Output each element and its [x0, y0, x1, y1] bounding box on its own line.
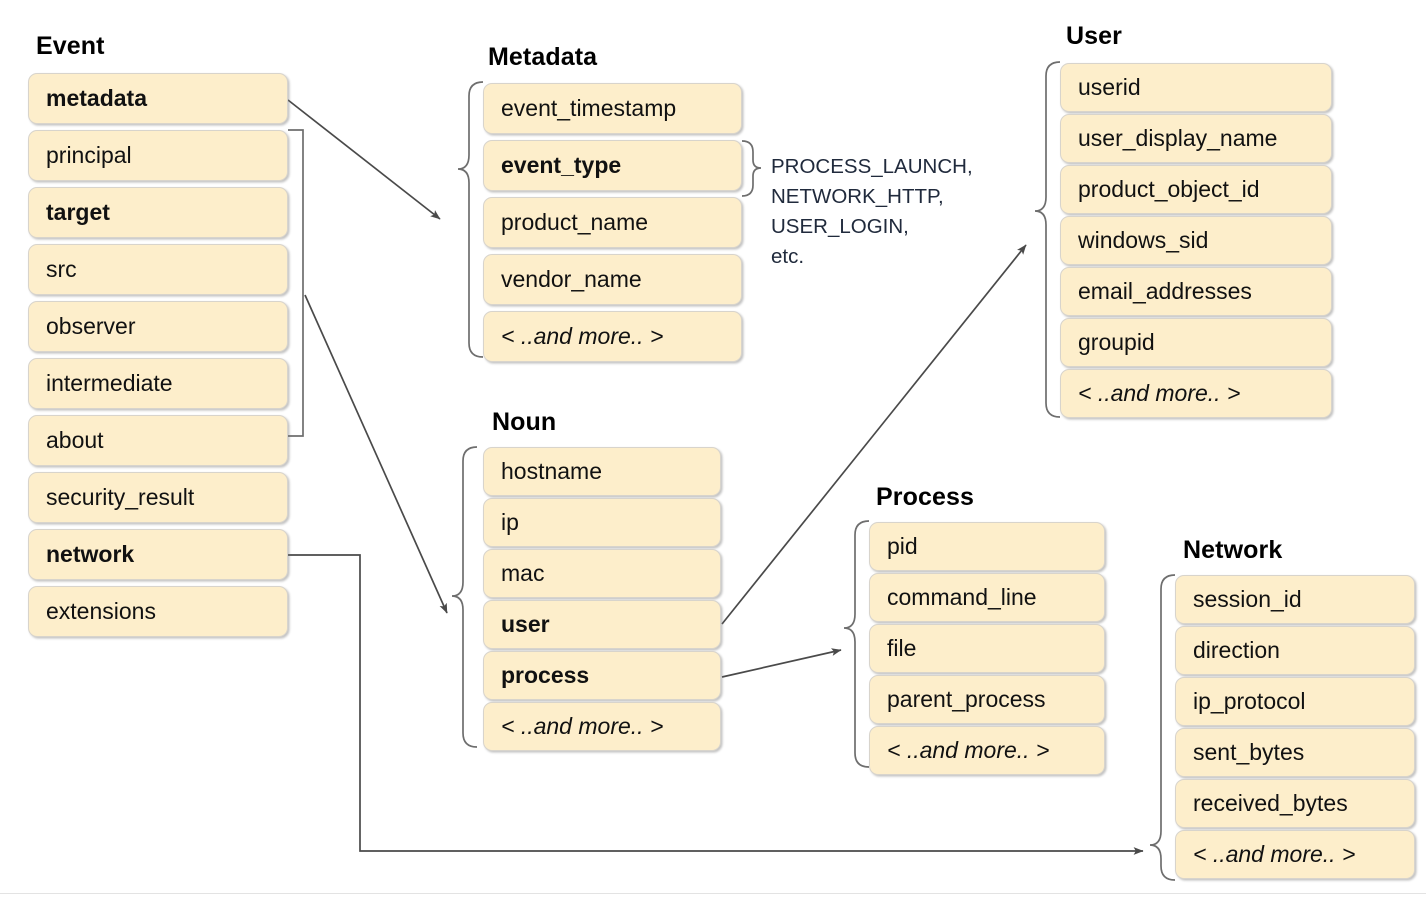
field-noun-and-more[interactable]: < ..and more.. > — [483, 702, 721, 751]
noun-left-brace — [451, 446, 478, 748]
field-user-and-more[interactable]: < ..and more.. > — [1060, 369, 1332, 418]
field-network-session-id[interactable]: session_id — [1175, 575, 1415, 624]
user-left-brace — [1034, 61, 1061, 418]
field-process-pid[interactable]: pid — [869, 522, 1105, 571]
field-event-security-result[interactable]: security_result — [28, 472, 288, 523]
field-noun-ip[interactable]: ip — [483, 498, 721, 547]
field-metadata-vendor-name[interactable]: vendor_name — [483, 254, 742, 305]
field-noun-mac[interactable]: mac — [483, 549, 721, 598]
field-event-observer[interactable]: observer — [28, 301, 288, 352]
field-user-user-display-name[interactable]: user_display_name — [1060, 114, 1332, 163]
field-event-src[interactable]: src — [28, 244, 288, 295]
event-type-values-annotation: PROCESS_LAUNCH, NETWORK_HTTP, USER_LOGIN… — [771, 152, 973, 272]
field-event-metadata[interactable]: metadata — [28, 73, 288, 124]
field-process-parent-process[interactable]: parent_process — [869, 675, 1105, 724]
field-process-file[interactable]: file — [869, 624, 1105, 673]
field-metadata-event-type[interactable]: event_type — [483, 140, 742, 191]
field-network-direction[interactable]: direction — [1175, 626, 1415, 675]
event-noun-bracket — [288, 129, 304, 437]
field-network-received-bytes[interactable]: received_bytes — [1175, 779, 1415, 828]
event-type-right-brace — [741, 140, 762, 197]
field-event-about[interactable]: about — [28, 415, 288, 466]
group-title-metadata: Metadata — [488, 43, 598, 71]
field-user-email-addresses[interactable]: email_addresses — [1060, 267, 1332, 316]
group-title-network: Network — [1183, 536, 1283, 564]
field-metadata-and-more[interactable]: < ..and more.. > — [483, 311, 742, 362]
edge-noun-process-to-process — [721, 648, 842, 678]
group-title-process: Process — [876, 483, 974, 511]
metadata-left-brace — [457, 81, 484, 358]
enum-value-1: NETWORK_HTTP, — [771, 185, 944, 208]
field-event-network[interactable]: network — [28, 529, 288, 580]
field-network-sent-bytes[interactable]: sent_bytes — [1175, 728, 1415, 777]
field-event-target[interactable]: target — [28, 187, 288, 238]
field-metadata-event-timestamp[interactable]: event_timestamp — [483, 83, 742, 134]
field-user-product-object-id[interactable]: product_object_id — [1060, 165, 1332, 214]
group-title-user: User — [1066, 22, 1122, 50]
enum-value-0: PROCESS_LAUNCH, — [771, 155, 973, 178]
network-left-brace — [1149, 574, 1176, 881]
field-metadata-product-name[interactable]: product_name — [483, 197, 742, 248]
group-title-noun: Noun — [492, 408, 557, 436]
enum-value-2: USER_LOGIN, — [771, 215, 909, 238]
field-network-ip-protocol[interactable]: ip_protocol — [1175, 677, 1415, 726]
field-event-extensions[interactable]: extensions — [28, 586, 288, 637]
field-event-principal[interactable]: principal — [28, 130, 288, 181]
field-noun-user[interactable]: user — [483, 600, 721, 649]
enum-value-3: etc. — [771, 245, 805, 268]
field-noun-process[interactable]: process — [483, 651, 721, 700]
field-process-command-line[interactable]: command_line — [869, 573, 1105, 622]
field-user-userid[interactable]: userid — [1060, 63, 1332, 112]
field-event-intermediate[interactable]: intermediate — [28, 358, 288, 409]
field-user-groupid[interactable]: groupid — [1060, 318, 1332, 367]
field-process-and-more[interactable]: < ..and more.. > — [869, 726, 1105, 775]
edge-metadata-to-metadata — [287, 99, 441, 220]
bottom-divider — [0, 893, 1426, 894]
field-noun-hostname[interactable]: hostname — [483, 447, 721, 496]
field-user-windows-sid[interactable]: windows_sid — [1060, 216, 1332, 265]
field-network-and-more[interactable]: < ..and more.. > — [1175, 830, 1415, 879]
group-title-event: Event — [36, 32, 105, 60]
edge-event-to-noun — [304, 294, 448, 614]
process-left-brace — [843, 520, 870, 768]
